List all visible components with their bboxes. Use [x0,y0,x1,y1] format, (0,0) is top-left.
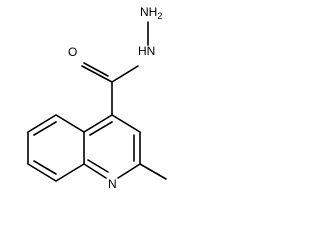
atom-label-carbonyl-o: O [68,45,77,59]
bond-c7-c8 [27,163,57,182]
bond-c4a-c4-double [89,121,113,136]
atom-label-hydrazide-n: HN [138,44,155,58]
bond-n1-c8a-double [87,159,109,173]
bond-c5-c6 [27,114,57,133]
bond-c8-c8a [55,163,85,182]
bond-carbonyl-c-o [81,65,113,83]
bond-carbonyl-c-n [111,65,139,83]
bond-c2-methyl [139,163,167,180]
bond-carbonyl-c-o-double [83,62,109,77]
atom-label-amine-subscript: 2 [157,11,162,21]
bond-c2-n1 [117,163,141,179]
bond-n1-c8a [83,163,107,179]
bond-c4a-c4 [83,114,113,133]
bond-c4-c3 [111,114,141,133]
bond-c5-c6-double [33,121,57,136]
atom-label-ring-n: N [108,177,117,191]
atom-label-amine: NH2 [140,5,162,21]
chemical-structure-diagram: NH2 HN O N [27,5,167,191]
bond-c4a-c5 [55,114,85,133]
bond-c7-c8-double [33,160,57,175]
